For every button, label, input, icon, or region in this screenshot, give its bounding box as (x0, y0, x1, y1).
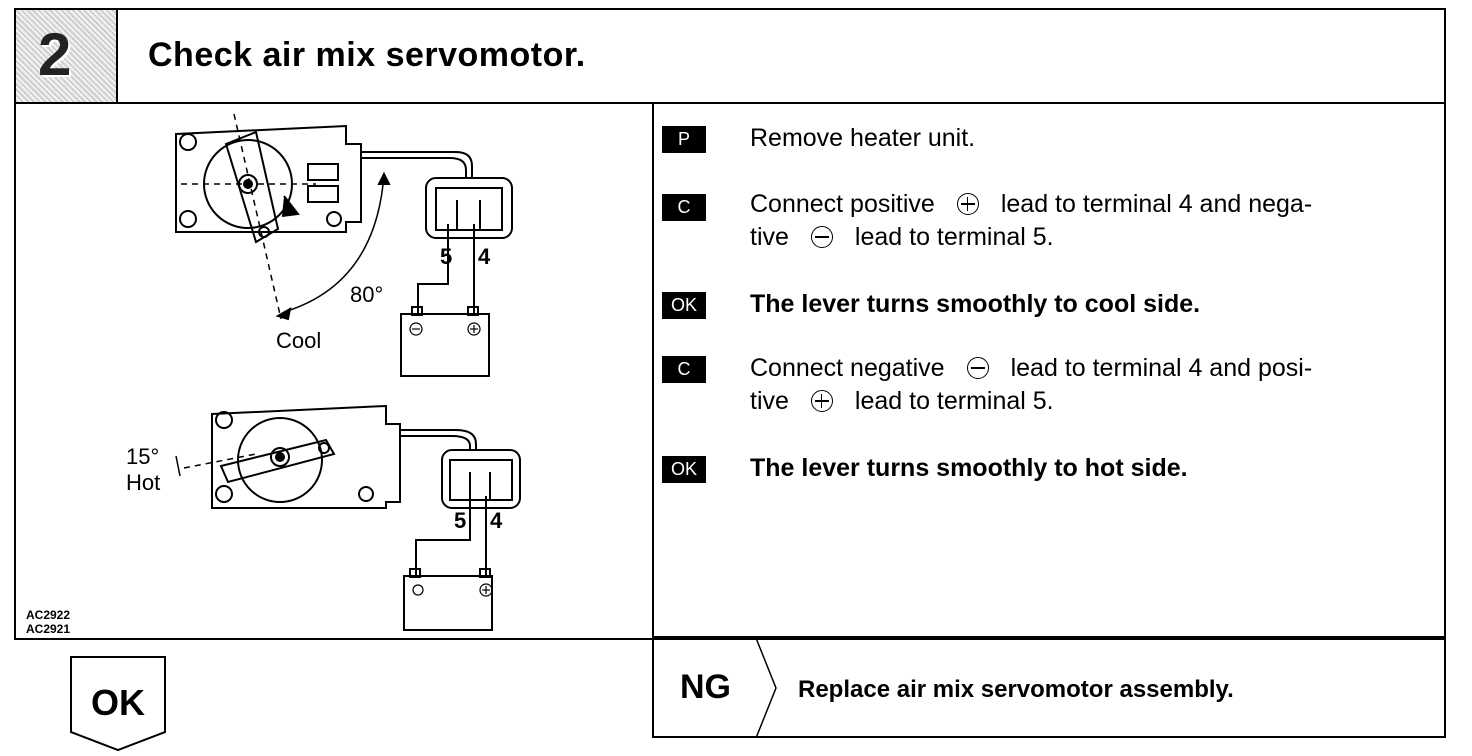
terminal-4-label-bottom: 4 (490, 508, 503, 533)
procedure-panel: P Remove heater unit. C Connect positive… (652, 102, 1446, 640)
step-text: The lever turns smoothly to cool side. (750, 290, 1201, 318)
step-text-part: Connect negative (750, 354, 945, 382)
step-text: Connect negative lead to terminal 4 and p… (750, 352, 1420, 418)
angle-hot-label: 15° (126, 444, 160, 469)
terminal-5-label-top: 5 (440, 244, 453, 269)
minus-icon (810, 226, 833, 248)
step-text-part: tive (750, 223, 789, 251)
ng-action-text: Replace air mix servomotor assembly. (798, 676, 1234, 703)
terminal-4-label-top: 4 (478, 244, 491, 269)
angle-cool-label: 80° (350, 282, 384, 307)
ng-label: NG (680, 668, 731, 706)
ok-pentagon-shape (70, 656, 166, 752)
lever-hot (219, 438, 336, 484)
step-number: 2 (38, 21, 72, 88)
step-badge: C (662, 356, 706, 383)
plus-icon (810, 390, 833, 412)
step-text: Remove heater unit. (750, 124, 976, 152)
plus-icon (956, 193, 979, 215)
servomotor-body-cool (175, 124, 362, 233)
step-text-part: lead to terminal 4 and nega- (1000, 190, 1313, 218)
step-text-part: tive (750, 387, 789, 415)
step-badge: OK (662, 456, 706, 483)
step-number-box: 2 (16, 10, 118, 102)
ng-divider-chevron (755, 638, 777, 738)
ng-panel: NG Replace air mix servomotor assembly. (652, 636, 1446, 738)
step-header: 2 Check air mix servomotor. (14, 8, 1446, 104)
step-badge: OK (662, 292, 706, 319)
page-title: Check air mix servomotor. (148, 36, 586, 74)
step-text-part: lead to terminal 5. (854, 223, 1054, 251)
step-text: Connect positive lead to terminal 4 and n… (750, 188, 1420, 254)
minus-icon (966, 357, 989, 379)
figure-code: AC2921 (26, 622, 71, 636)
cool-label: Cool (276, 328, 322, 353)
step-text-part: lead to terminal 4 and posi- (1010, 354, 1313, 382)
diagram-panel: 80° Cool 5 4 15° Hot 5 4 AC2922 AC2921 (14, 102, 654, 640)
servomotor-diagram (175, 113, 521, 631)
step-text-part: lead to terminal 5. (854, 387, 1054, 415)
lever-cool (224, 130, 280, 244)
terminal-5-label-bottom: 5 (454, 508, 467, 533)
step-text-part: Connect positive (750, 190, 935, 218)
ok-label: OK (91, 682, 145, 723)
servomotor-body-hot (211, 404, 401, 509)
step-badge: C (662, 194, 706, 221)
hot-label: Hot (126, 470, 161, 495)
step-text: The lever turns smoothly to hot side. (750, 454, 1188, 482)
figure-code: AC2922 (26, 608, 71, 622)
ok-arrow-box: OK (70, 656, 166, 752)
step-badge: P (662, 126, 706, 153)
